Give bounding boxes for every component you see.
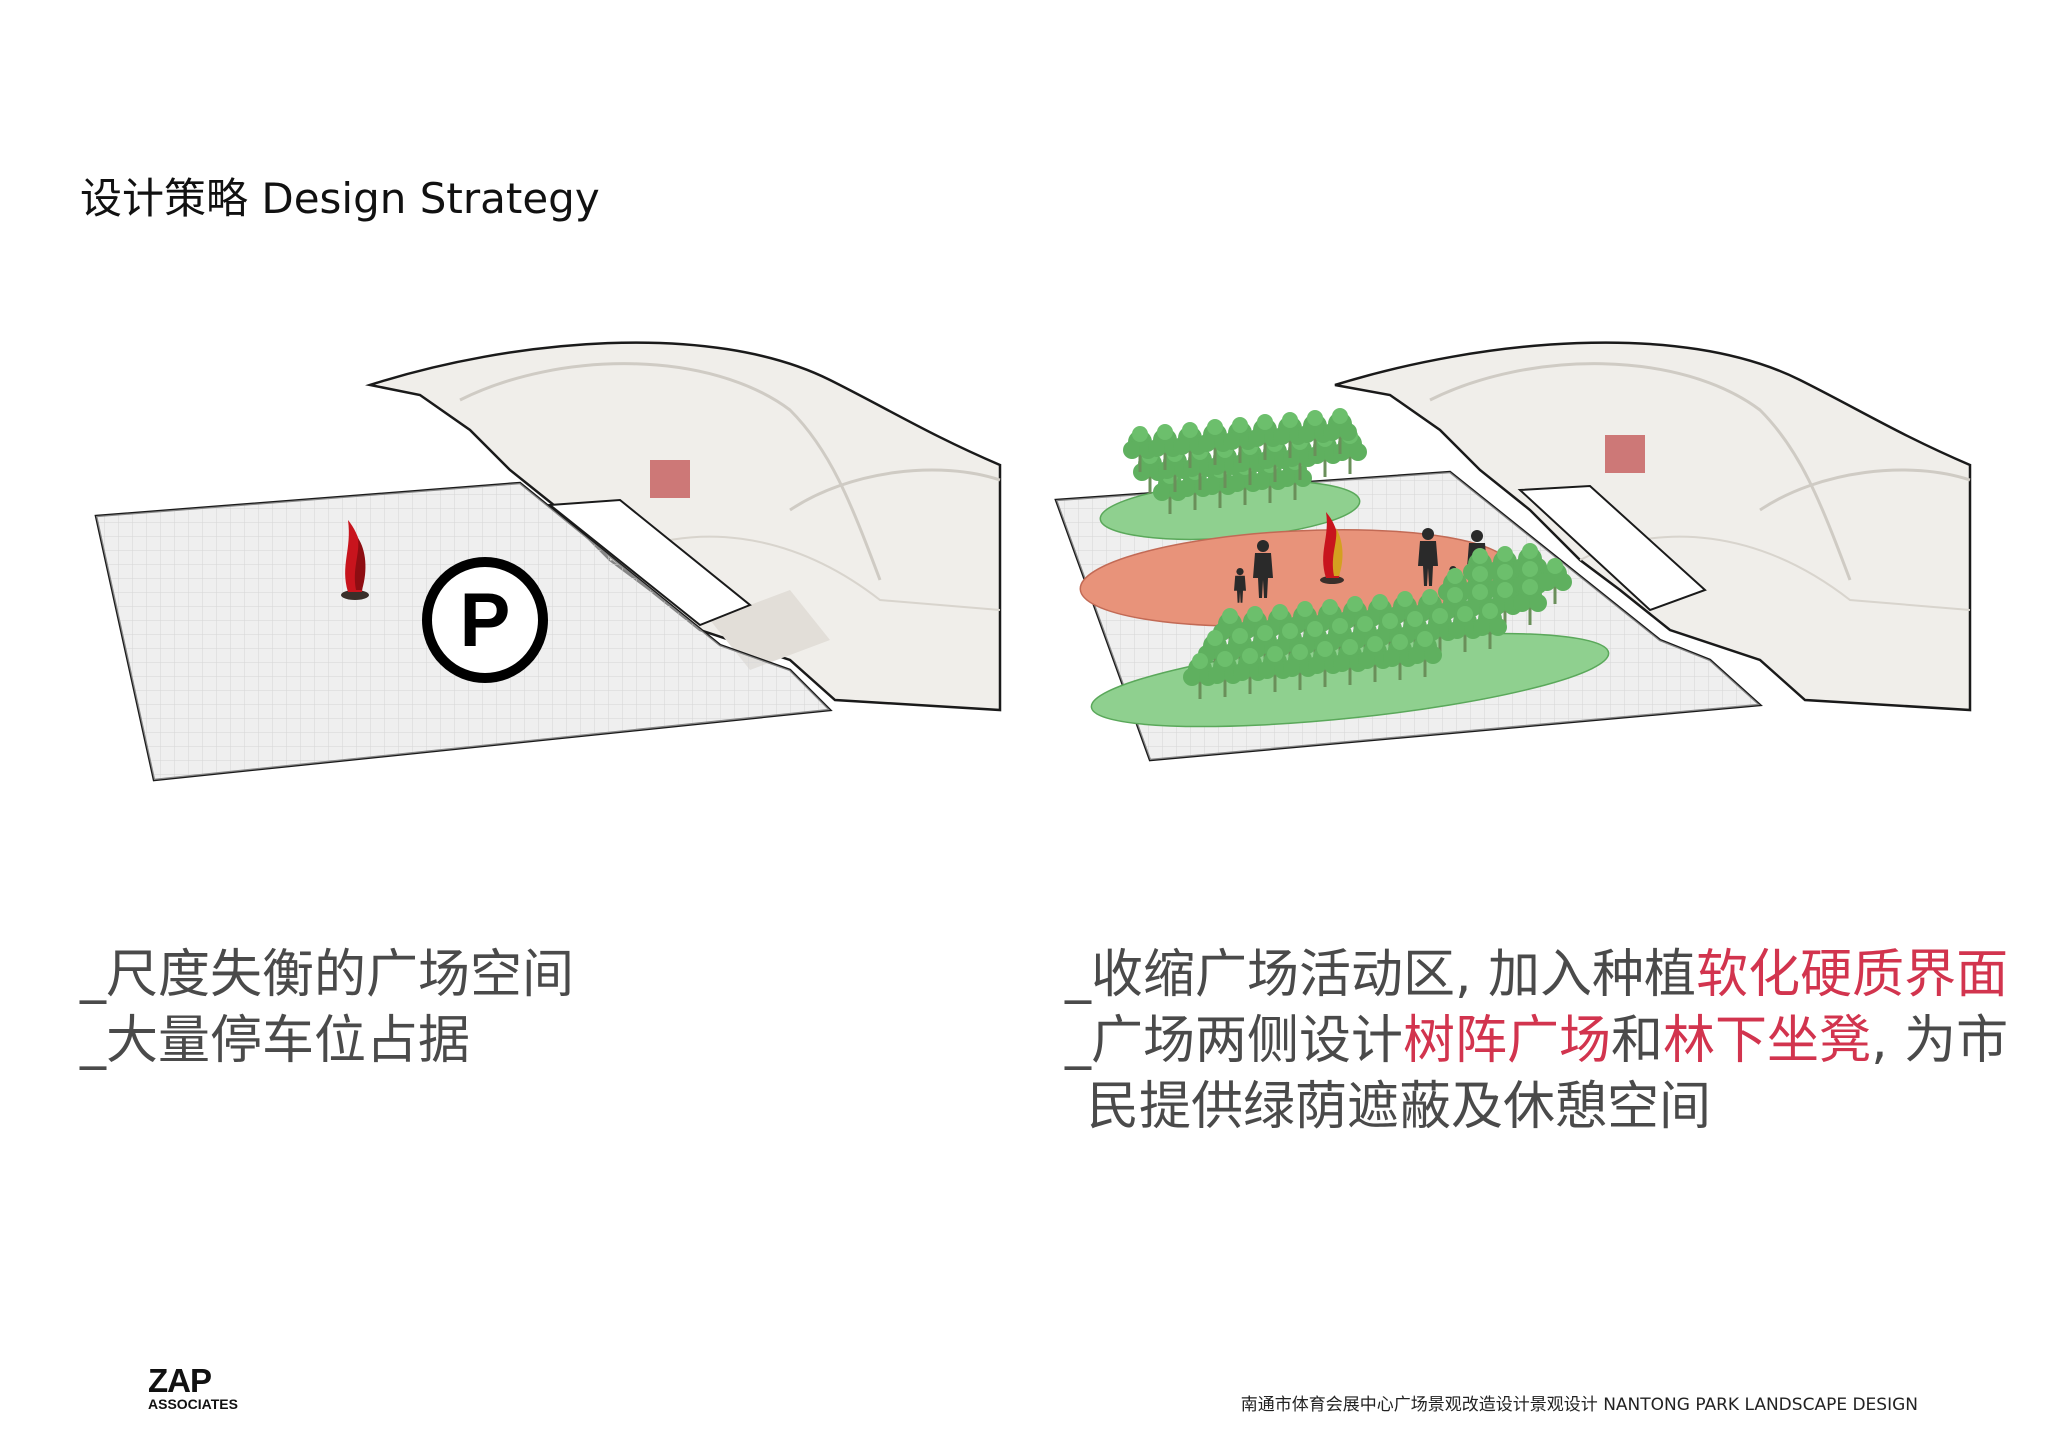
parking-icon: P	[422, 557, 548, 683]
caption-line-2: _广场两侧设计树阵广场和林下坐凳, 为市	[1065, 1008, 2008, 1074]
billboard	[650, 460, 690, 498]
caption-line-3: 民提供绿荫遮蔽及休憩空间	[1087, 1077, 1712, 1137]
billboard	[1605, 435, 1645, 473]
caption-text: _广场两侧设计	[1065, 1011, 1404, 1071]
right-caption: _收缩广场活动区, 加入种植软化硬质界面 _广场两侧设计树阵广场和林下坐凳, 为…	[1065, 942, 2008, 1140]
page-title: 设计策略 Design Strategy	[80, 174, 600, 223]
flame-sculpture	[341, 520, 369, 600]
caption-text: 和	[1611, 1011, 1664, 1071]
left-diagram: P	[94, 341, 1002, 782]
caption-line: _尺度失衡的广场空间	[80, 945, 575, 1005]
flame-sculpture	[1320, 512, 1344, 584]
company-logo: ZAP ASSOCIATES	[148, 1362, 238, 1412]
caption-text: , 为市	[1871, 1011, 2009, 1071]
caption-highlight: 软化硬质界面	[1696, 945, 2009, 1005]
parking-symbol: P	[460, 578, 511, 663]
caption-line-1: _收缩广场活动区, 加入种植软化硬质界面	[1065, 942, 2008, 1008]
caption-highlight: 林下坐凳	[1663, 1011, 1872, 1071]
caption-text: _收缩广场活动区, 加入种植	[1065, 945, 1697, 1005]
caption-highlight: 树阵广场	[1403, 1011, 1612, 1071]
left-caption: _尺度失衡的广场空间 _大量停车位占据	[80, 942, 574, 1074]
logo-sub: ASSOCIATES	[148, 1396, 238, 1412]
entrance-void	[547, 498, 752, 627]
logo-name: ZAP	[148, 1362, 212, 1399]
entrance-void	[1517, 484, 1707, 612]
caption-line: _大量停车位占据	[80, 1011, 471, 1071]
footer-project-title: 南通市体育会展中心广场景观改造设计景观设计 NANTONG PARK LANDS…	[1240, 1395, 1918, 1415]
right-diagram	[1054, 341, 1972, 762]
